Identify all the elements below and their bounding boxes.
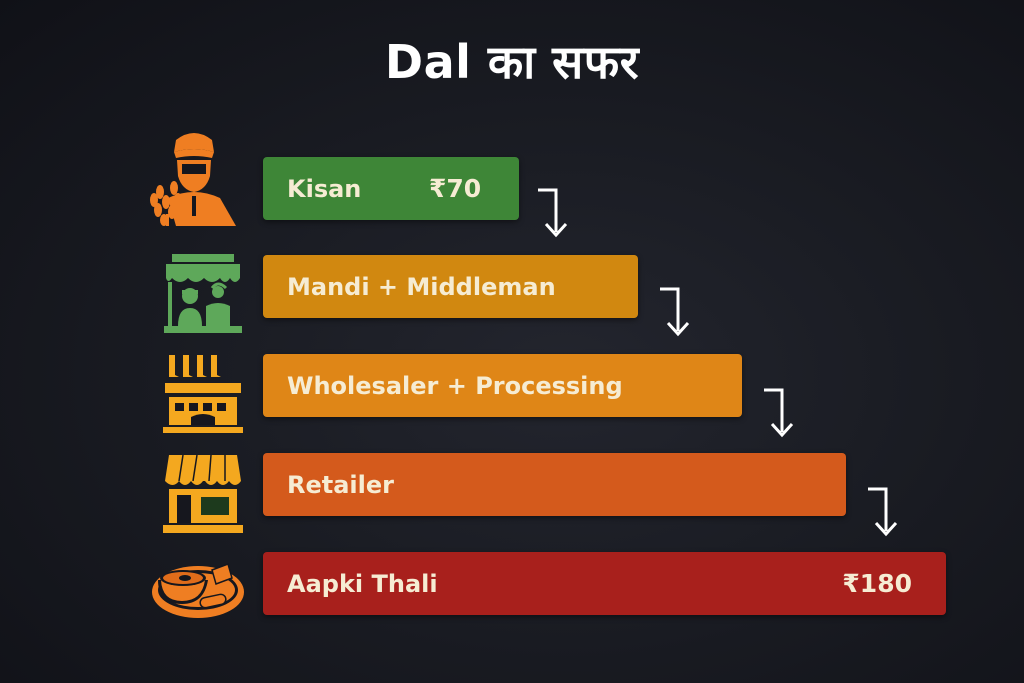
thali-plate-icon: [152, 563, 244, 618]
stage-price: ₹180: [842, 569, 912, 598]
down-arrow-icon: [868, 487, 898, 537]
stage-label: Mandi + Middleman: [287, 272, 556, 301]
stage-price: ₹70: [429, 174, 482, 203]
page-title: Dal का सफर: [384, 35, 640, 89]
stage-bar-kisan: Kisan ₹70: [263, 157, 519, 220]
stage-bar-mandi: Mandi + Middleman: [263, 255, 638, 318]
stage-bar-wholesaler: Wholesaler + Processing: [263, 354, 742, 417]
stage-label: Aapki Thali: [287, 569, 438, 598]
farmer-icon: [150, 133, 236, 226]
market-stall-icon: [164, 254, 242, 333]
stage-label: Kisan: [287, 174, 362, 203]
shop-icon: [163, 454, 243, 533]
down-arrow-icon: [538, 188, 568, 238]
down-arrow-icon: [764, 388, 794, 438]
stage-label: Retailer: [287, 470, 394, 499]
stage-bar-thali: Aapki Thali ₹180: [263, 552, 946, 615]
down-arrow-icon: [660, 287, 690, 337]
stage-bar-retailer: Retailer: [263, 453, 846, 516]
factory-icon: [163, 355, 243, 433]
stage-label: Wholesaler + Processing: [287, 371, 623, 400]
